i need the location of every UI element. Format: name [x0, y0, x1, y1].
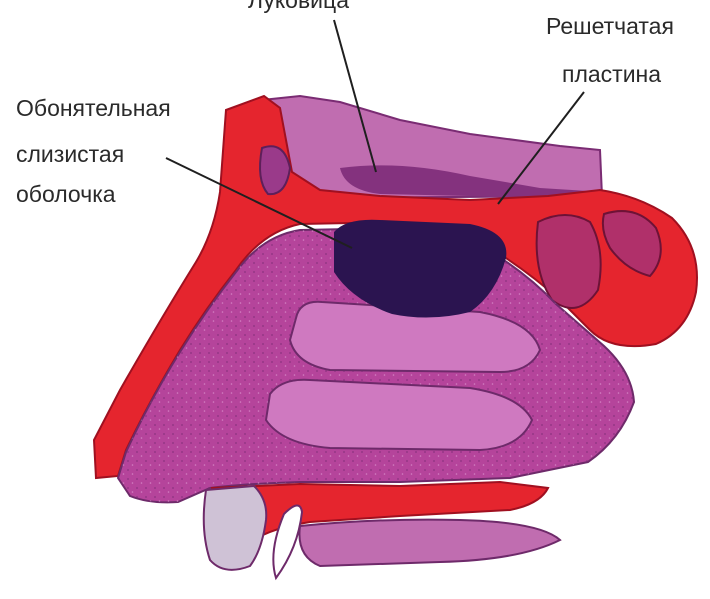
soft-palate: [299, 520, 560, 566]
label-olfactory-mucosa-line2: слизистая: [16, 140, 124, 168]
label-cribriform-plate-line2: пластина: [562, 60, 661, 88]
label-olfactory-mucosa-line1: Обонятельная: [16, 94, 171, 122]
label-olfactory-mucosa-line3: оболочка: [16, 180, 116, 208]
tooth-region: [204, 486, 267, 570]
label-cribriform-plate-line1: Решетчатая: [546, 12, 674, 40]
label-olfactory-bulb: Луковица: [248, 0, 349, 14]
